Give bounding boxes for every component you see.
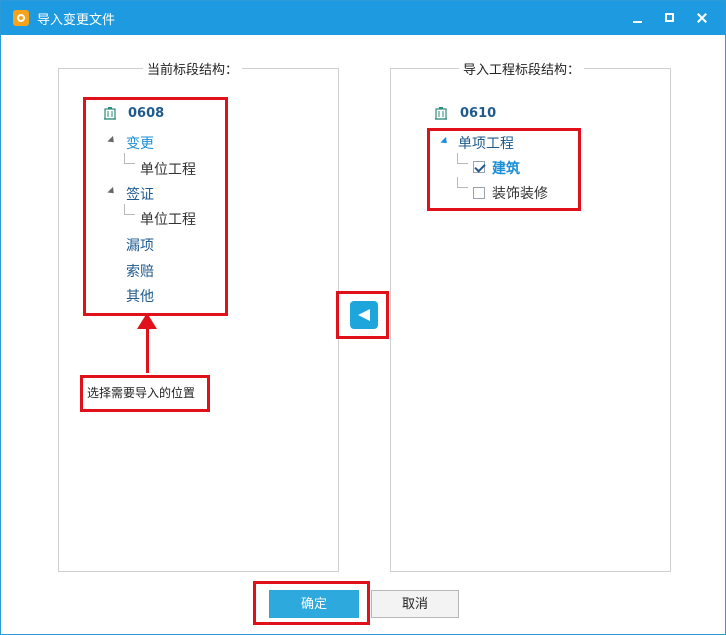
tree-item-visa[interactable]: 签证 xyxy=(126,187,154,203)
tree-item-unit-project[interactable]: 单位工程 xyxy=(140,212,196,228)
import-section-title: 导入工程标段结构： xyxy=(459,59,585,78)
tree-connector xyxy=(457,177,468,188)
maximize-icon xyxy=(665,13,674,22)
tree-root-0610[interactable]: 0610 xyxy=(460,106,497,121)
window-title: 导入变更文件 xyxy=(37,13,116,28)
left-tree-highlight xyxy=(83,97,228,316)
red-arrow-icon xyxy=(137,313,157,329)
close-icon xyxy=(695,11,709,25)
close-button[interactable] xyxy=(695,11,709,25)
checkbox-decoration[interactable] xyxy=(473,187,485,199)
maximize-button[interactable] xyxy=(663,11,677,25)
tree-item-single-project[interactable]: 单项工程 xyxy=(458,136,514,152)
tree-item-omission[interactable]: 漏项 xyxy=(126,238,154,254)
tree-connector xyxy=(124,153,135,164)
tree-root-0608[interactable]: 0608 xyxy=(128,106,165,121)
confirm-button[interactable]: 确定 xyxy=(269,590,359,618)
title-bar: 导入变更文件 xyxy=(1,1,725,35)
annotation-tip: 选择需要导入的位置 xyxy=(80,375,210,412)
transfer-button[interactable] xyxy=(350,301,378,329)
app-logo-icon xyxy=(13,10,29,26)
right-tree-highlight xyxy=(427,128,581,211)
current-section-panel: 当前标段结构： xyxy=(58,59,339,572)
transfer-highlight xyxy=(336,291,389,339)
minimize-icon xyxy=(633,21,642,23)
cancel-button[interactable]: 取消 xyxy=(371,590,459,618)
tree-item-construction[interactable]: 建筑 xyxy=(492,161,520,177)
tree-item-other[interactable]: 其他 xyxy=(126,289,154,305)
building-icon xyxy=(104,107,116,120)
current-section-title: 当前标段结构： xyxy=(143,59,243,78)
minimize-button[interactable] xyxy=(631,11,645,25)
building-icon xyxy=(435,107,447,120)
arrow-left-icon xyxy=(358,309,370,321)
tree-connector xyxy=(457,153,468,164)
tree-item-change[interactable]: 变更 xyxy=(126,136,154,152)
import-section-panel: 导入工程标段结构： xyxy=(390,59,671,572)
checkbox-construction[interactable] xyxy=(473,161,485,173)
red-arrow-line xyxy=(146,327,149,373)
tree-item-decoration[interactable]: 装饰装修 xyxy=(492,186,548,202)
confirm-highlight xyxy=(253,581,370,625)
tree-item-unit-project[interactable]: 单位工程 xyxy=(140,162,196,178)
tree-item-claim[interactable]: 索赔 xyxy=(126,264,154,280)
tree-connector xyxy=(124,204,135,215)
